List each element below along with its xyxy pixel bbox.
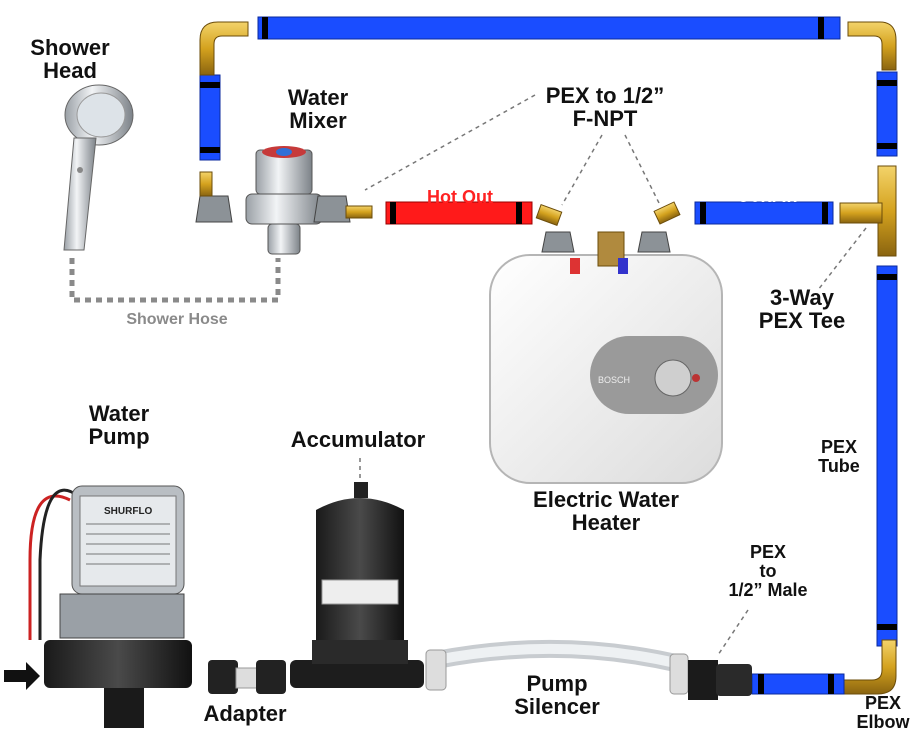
- label-adapter: Adapter: [203, 701, 287, 726]
- pump-brand-text: SHURFLO: [104, 506, 153, 517]
- label-shower-hose: Shower Hose: [126, 311, 228, 328]
- label-three-way-tee: 3-Way PEX Tee: [758, 285, 846, 334]
- pex-elbow-bottom: [841, 639, 897, 695]
- label-cold-in: Cold In: [736, 186, 798, 206]
- label-pex-male: PEX to 1/2” Male: [728, 542, 808, 600]
- label-pex-tube: PEX Tube: [818, 437, 860, 476]
- label-shower-head: Shower Head: [30, 35, 110, 84]
- leader-lines: [359, 94, 867, 656]
- hot-out-pipe: [385, 201, 533, 225]
- water-mixer-valve: [195, 146, 373, 255]
- pex-to-male-adapter: [688, 660, 752, 700]
- label-pex-elbow: PEX Elbow: [856, 693, 910, 731]
- three-way-tee-fitting: [839, 165, 897, 257]
- label-hot-out: Hot Out: [427, 187, 493, 207]
- cold-in-pipe: [694, 201, 834, 225]
- label-water-mixer: Water Mixer: [287, 85, 349, 134]
- pex-tube-top: [257, 16, 841, 40]
- label-water-pump: Water Pump: [88, 401, 150, 450]
- heater-brand-text: BOSCH: [598, 375, 630, 385]
- label-electric-water-heater: Electric Water Heater: [533, 487, 679, 536]
- electric-water-heater: BOSCH: [489, 231, 723, 484]
- shower-head: [63, 84, 134, 251]
- pex-fnpt-adapter-left: [535, 204, 575, 253]
- pex-fnpt-adapter-right: [637, 201, 681, 253]
- pex-tube-bottom: [751, 673, 845, 695]
- pex-elbow-top-right: [847, 21, 897, 71]
- adapter-fitting: [208, 660, 286, 694]
- accumulator-tank: [290, 482, 424, 688]
- pex-tube-right-riser: [876, 71, 898, 157]
- shower-hose-line: [69, 258, 281, 303]
- pex-tube-left-riser: [199, 74, 221, 161]
- pex-tube-right-long: [876, 265, 898, 647]
- label-pump-silencer: Pump Silencer: [514, 671, 600, 720]
- water-pump: SHURFLO: [4, 485, 192, 728]
- label-pex-fnpt: PEX to 1/2” F-NPT: [545, 83, 665, 132]
- pex-elbow-top-left: [199, 21, 249, 76]
- pump-silencer-hose: [425, 639, 689, 695]
- label-accumulator: Accumulator: [290, 427, 426, 452]
